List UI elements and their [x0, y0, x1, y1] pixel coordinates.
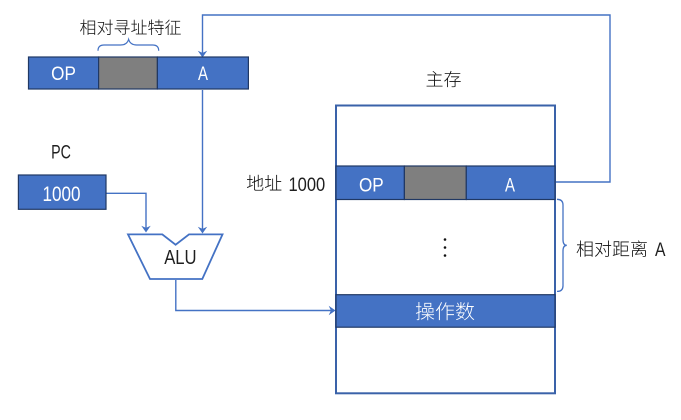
- svg-text:ALU: ALU: [164, 247, 196, 269]
- svg-text:OP: OP: [51, 64, 76, 85]
- svg-text:1000: 1000: [43, 183, 81, 206]
- svg-text:1000: 1000: [289, 175, 326, 196]
- svg-text:A: A: [505, 175, 515, 196]
- svg-text:A: A: [655, 240, 666, 261]
- svg-text:OP: OP: [359, 175, 384, 196]
- svg-text:A: A: [198, 64, 208, 85]
- svg-text:PC: PC: [51, 142, 71, 163]
